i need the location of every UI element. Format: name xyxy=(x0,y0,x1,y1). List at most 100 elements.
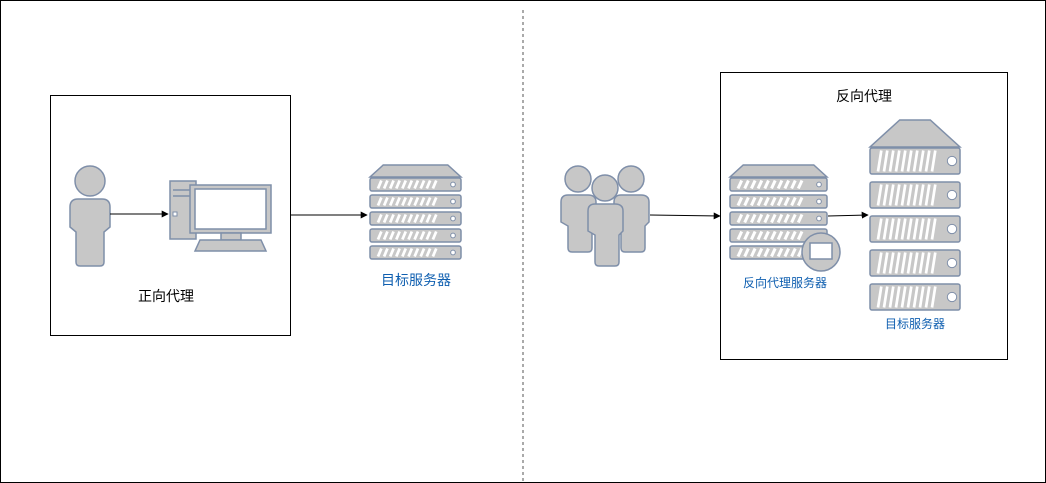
reverse-target-server-label: 目标服务器 xyxy=(885,316,945,331)
server-slot xyxy=(924,150,931,172)
server-slot xyxy=(770,179,777,190)
reverse-proxy-title: 反向代理 xyxy=(836,89,892,105)
server-slot xyxy=(419,213,426,224)
server-led xyxy=(946,291,958,303)
server-slot xyxy=(888,286,895,308)
server-slot xyxy=(776,213,784,224)
server-cap xyxy=(868,119,962,148)
desktop-computer-icon xyxy=(169,180,272,252)
server-led xyxy=(946,257,958,269)
server-slot xyxy=(900,184,907,206)
server-cap xyxy=(368,164,463,178)
server-led xyxy=(946,223,958,235)
server-slot xyxy=(924,218,931,240)
server-slot xyxy=(413,179,420,190)
server-slot xyxy=(770,196,777,207)
server-slot xyxy=(930,184,937,206)
server-slot xyxy=(750,247,757,258)
server-slot xyxy=(736,230,744,241)
server-slot xyxy=(376,179,383,190)
server-slot xyxy=(894,150,901,172)
server-slot xyxy=(431,247,438,258)
server-slot xyxy=(756,213,764,224)
server-slot xyxy=(783,230,790,241)
server-slot xyxy=(407,213,414,224)
forward-target-server-label: 目标服务器 xyxy=(381,273,451,289)
server-slot xyxy=(796,196,804,207)
server-slot xyxy=(912,286,919,308)
reverse-proxy-server-icon xyxy=(728,164,829,260)
server-slot xyxy=(888,184,895,206)
server-slot xyxy=(413,247,420,258)
server-slot xyxy=(783,213,790,224)
server-slot xyxy=(900,252,907,274)
server-rack-icon xyxy=(368,164,463,260)
server-slot xyxy=(736,179,744,190)
server-slot xyxy=(425,230,432,241)
server-led xyxy=(450,198,456,205)
target-server-icon xyxy=(868,119,962,311)
server-led xyxy=(450,232,456,239)
server-slot xyxy=(376,230,383,241)
server-slot xyxy=(425,213,432,224)
server-slot xyxy=(376,213,383,224)
server-slot xyxy=(900,286,907,308)
server-slot xyxy=(918,286,925,308)
server-slot xyxy=(790,230,797,241)
server-slot xyxy=(413,230,420,241)
server-slot xyxy=(930,218,937,240)
server-slot xyxy=(776,247,784,258)
server-slot xyxy=(743,230,750,241)
server-slot xyxy=(401,196,408,207)
server-slot xyxy=(882,286,889,308)
server-slot xyxy=(763,213,770,224)
server-slot xyxy=(770,230,777,241)
server-slot xyxy=(790,247,797,258)
server-slot xyxy=(876,150,883,172)
server-slot xyxy=(388,247,395,258)
server-slot xyxy=(407,179,414,190)
server-led xyxy=(450,215,456,222)
server-slot xyxy=(763,247,770,258)
server-slot xyxy=(906,286,913,308)
server-slot xyxy=(876,184,883,206)
server-slot xyxy=(382,179,389,190)
server-slot xyxy=(790,213,797,224)
server-slot xyxy=(376,196,383,207)
server-slot xyxy=(756,230,764,241)
server-slot xyxy=(382,247,389,258)
server-slot xyxy=(736,213,744,224)
server-slot xyxy=(388,179,395,190)
server-slot xyxy=(783,179,790,190)
server-slot xyxy=(882,150,889,172)
server-slot xyxy=(413,196,420,207)
server-slot xyxy=(894,252,901,274)
server-slot xyxy=(750,230,757,241)
server-slot xyxy=(763,196,770,207)
server-led xyxy=(816,215,822,222)
server-slot xyxy=(918,252,925,274)
server-slot xyxy=(431,196,438,207)
server-slot xyxy=(888,150,895,172)
arrow-users-to-reverse-proxy xyxy=(649,212,721,220)
server-slot xyxy=(924,286,931,308)
server-slot xyxy=(395,230,401,241)
server-slot xyxy=(736,247,744,258)
server-slot xyxy=(876,286,883,308)
server-slot xyxy=(382,213,389,224)
server-slot xyxy=(425,247,432,258)
server-slot xyxy=(776,196,784,207)
server-slot xyxy=(736,196,744,207)
server-slot xyxy=(743,213,750,224)
server-slot xyxy=(912,252,919,274)
server-slot xyxy=(750,179,757,190)
server-slot xyxy=(882,252,889,274)
server-slot xyxy=(906,218,913,240)
server-slot xyxy=(796,213,804,224)
server-slot xyxy=(756,247,764,258)
server-led xyxy=(946,189,958,201)
server-slot xyxy=(763,179,770,190)
server-led xyxy=(450,181,456,188)
server-slot xyxy=(770,247,777,258)
